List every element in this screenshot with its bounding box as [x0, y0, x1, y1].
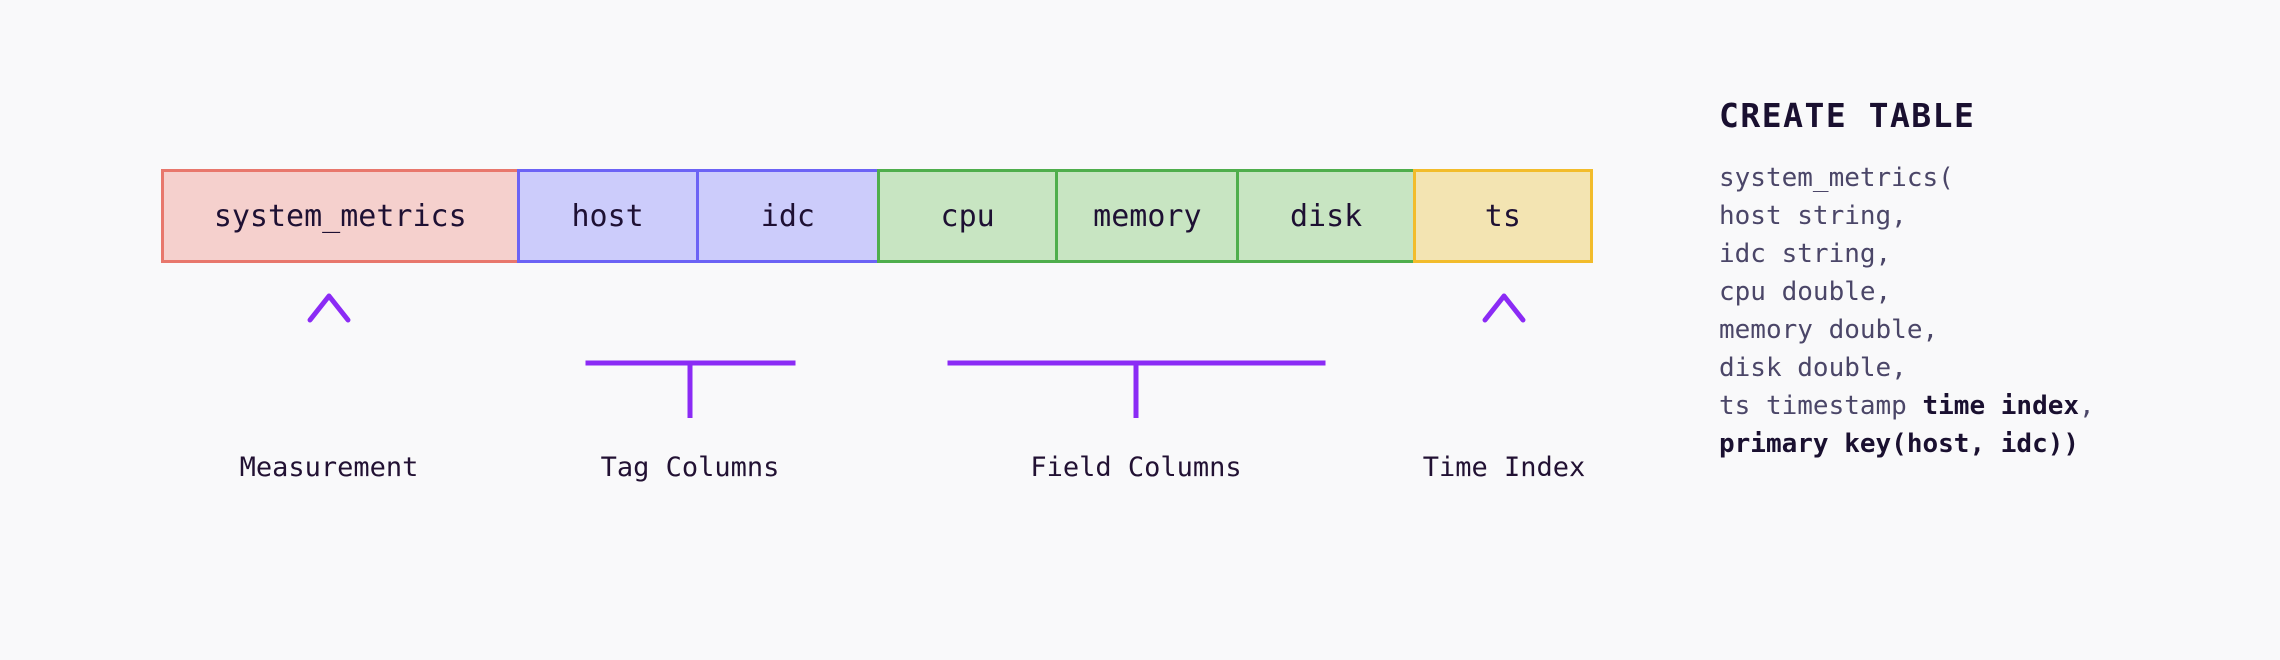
caption-field-columns: Field Columns	[1030, 452, 1242, 483]
segment-field-cpu[interactable]: cpu	[876, 169, 1059, 263]
schema-strip: system_metrics host idc cpu memory disk …	[161, 169, 1593, 263]
sql-text: disk double,	[1719, 353, 1907, 383]
segment-measurement[interactable]: system_metrics	[161, 169, 520, 263]
sql-line: ts timestamp time index,	[1719, 387, 2239, 425]
caption-time-index: Time Index	[1422, 452, 1586, 483]
caption-tag-columns: Tag Columns	[600, 452, 780, 483]
sql-line: system_metrics(	[1719, 159, 2239, 197]
segment-tag-host[interactable]: host	[516, 169, 699, 263]
sql-text: cpu double,	[1719, 277, 1892, 307]
sql-line: cpu double,	[1719, 273, 2239, 311]
segment-tag-idc[interactable]: idc	[695, 169, 880, 263]
segment-field-memory[interactable]: memory	[1055, 169, 1240, 263]
sql-keyword: primary key(host, idc))	[1719, 429, 2080, 459]
sql-text: idc string,	[1719, 239, 1892, 269]
sql-panel: CREATE TABLE system_metrics(host string,…	[1719, 96, 2239, 463]
sql-text: memory double,	[1719, 315, 1939, 345]
connector-time-index-arrow	[1482, 293, 1526, 418]
connector-field-bracket	[947, 300, 1326, 418]
sql-text: ts timestamp	[1719, 391, 1923, 421]
sql-line: disk double,	[1719, 349, 2239, 387]
sql-heading: CREATE TABLE	[1719, 96, 1976, 135]
segment-field-disk[interactable]: disk	[1236, 169, 1416, 263]
segment-time-index[interactable]: ts	[1412, 169, 1593, 263]
connector-measurement-arrow	[307, 293, 351, 418]
sql-line: host string,	[1719, 197, 2239, 235]
caption-measurement: Measurement	[239, 452, 419, 483]
sql-line: idc string,	[1719, 235, 2239, 273]
sql-keyword: time index	[1922, 391, 2080, 421]
sql-text: ,	[2079, 391, 2095, 421]
connector-tag-bracket	[585, 300, 796, 418]
sql-text: system_metrics(	[1719, 163, 1954, 193]
sql-line: primary key(host, idc))	[1719, 425, 2239, 463]
sql-line: memory double,	[1719, 311, 2239, 349]
sql-body: system_metrics(host string, idc string, cp…	[1719, 159, 2239, 463]
sql-text: host string,	[1719, 201, 1907, 231]
